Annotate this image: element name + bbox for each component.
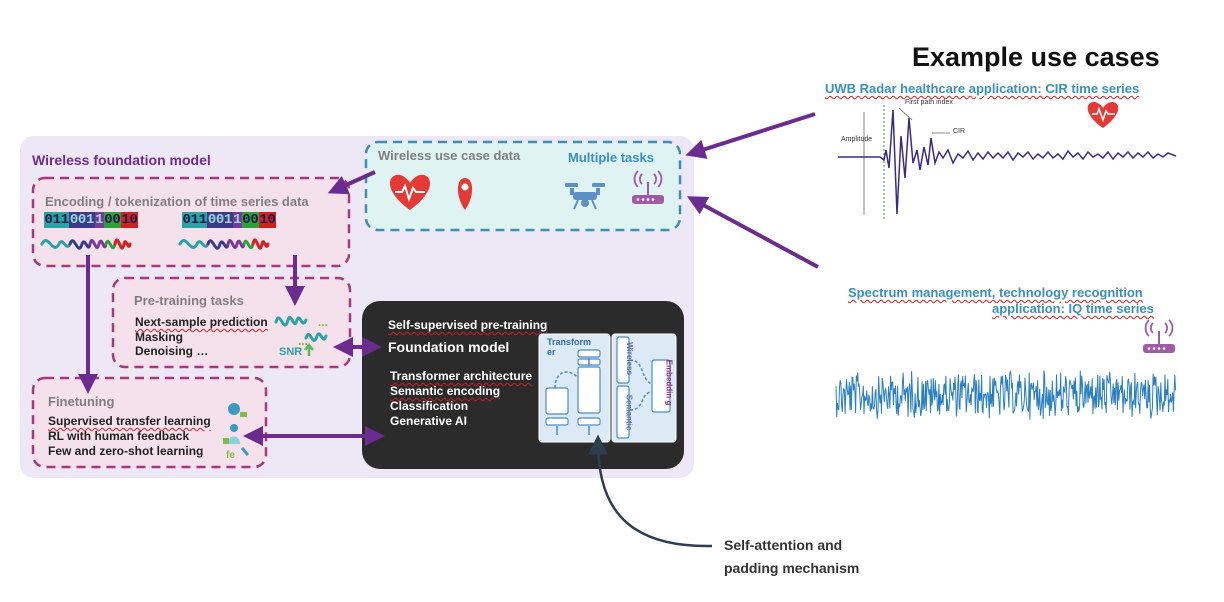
cir-plot <box>838 105 1177 220</box>
uwb-title: UWB Radar healthcare application: CIR ti… <box>825 81 1140 96</box>
usecase-title: Wireless use case data <box>378 148 521 163</box>
encoding-title: Encoding / tokenization of time series d… <box>45 194 309 209</box>
transformer-blocks <box>545 336 671 439</box>
wireless-label: Wireless <box>624 342 634 375</box>
flow-arrows <box>78 112 819 446</box>
pretraining-item: Masking <box>135 330 184 344</box>
bit-tokens-left: 01100110010 <box>44 212 139 228</box>
location-pin-icon <box>457 178 473 210</box>
bit-token: 001 <box>207 212 233 228</box>
bit-token: 00 <box>103 212 121 228</box>
snr-label: SNR <box>279 346 303 358</box>
usecase-tasks: Multiple tasks <box>568 150 654 165</box>
pretraining-item: Denoising … <box>135 344 209 358</box>
bit-token: 10 <box>120 212 139 228</box>
first-path-label: First path index <box>905 99 953 106</box>
bit-token: 1 <box>94 212 104 228</box>
self-attention-label-line2: padding mechanism <box>724 560 860 576</box>
arrow-up-icon <box>304 342 314 356</box>
router-icon <box>632 170 664 204</box>
bit-token: 011 <box>44 212 70 228</box>
spectrum-title-line1: Spectrum management, technology recognit… <box>848 285 1143 300</box>
drone-icon <box>565 183 605 210</box>
self-attention-label-line1: Self-attention and <box>724 537 843 553</box>
dark-panel-item: Generative AI <box>390 414 467 428</box>
usecase-box <box>364 140 682 232</box>
finetuning-box <box>31 376 268 469</box>
encoding-waves-left <box>40 238 132 250</box>
bit-token: 10 <box>258 212 277 228</box>
brain-icon <box>228 403 247 417</box>
dark-panel-item: Classification <box>390 399 469 413</box>
bit-token: 1 <box>232 212 242 228</box>
person-icon <box>223 424 250 456</box>
semantic-label: Semantic <box>624 394 634 431</box>
dark-panel-item: Semantic encoding <box>390 384 501 398</box>
spectrum-title-line2: application: IQ time series <box>992 301 1154 316</box>
foundation-title: Wireless foundation model <box>32 152 211 168</box>
transformer-label: Transform er <box>547 337 592 357</box>
dark-panel-subtitle: Self-supervised pre-training <box>388 318 548 332</box>
fe-label: fe <box>226 450 235 461</box>
pretraining-title: Pre-training tasks <box>134 293 244 308</box>
bit-tokens-right: 01100110010 <box>182 212 277 228</box>
heart-icon <box>389 174 431 210</box>
finetuning-title: Finetuning <box>48 394 115 409</box>
heart-icon <box>1087 101 1119 128</box>
svg-text:...: ... <box>318 315 328 329</box>
router-icon <box>1143 319 1175 353</box>
dark-panel-item: Transformer architecture <box>390 369 533 383</box>
pretraining-waves <box>274 315 328 343</box>
bit-token: 001 <box>69 212 95 228</box>
finetuning-item: RL with human feedback <box>48 429 190 443</box>
bit-token: 00 <box>241 212 259 228</box>
iq-time-series <box>835 369 1176 420</box>
dark-panel-title: Foundation model <box>388 339 510 355</box>
amplitude-label: Amplitude <box>841 136 873 143</box>
bit-token: 011 <box>182 212 208 228</box>
encoding-waves-right <box>178 238 270 250</box>
self-attention-arrow <box>588 434 713 548</box>
embedding-label: Embeddin g <box>664 359 674 406</box>
svg-text:...: ... <box>298 334 308 348</box>
finetuning-item: Few and zero-shot learning <box>48 444 204 458</box>
page-title: Example use cases <box>912 42 1160 72</box>
pretraining-item: Next-sample prediction <box>135 315 268 329</box>
finetuning-item: Supervised transfer learning <box>48 414 211 428</box>
cir-label: CIR <box>953 128 966 135</box>
